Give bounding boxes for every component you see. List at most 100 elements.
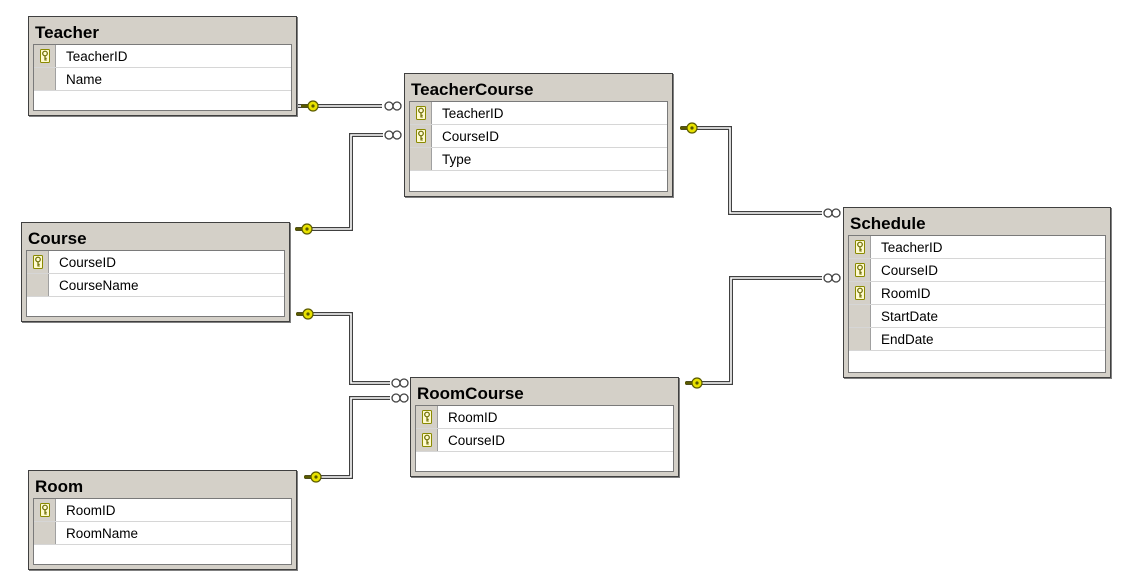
infinity-loop-right [392,101,402,111]
table-title[interactable]: Room [35,477,84,496]
column-name: CourseID [881,262,939,278]
primary-key-icon[interactable] [849,236,871,258]
row-selector[interactable] [34,522,56,544]
infinity-icon [384,130,402,140]
infinity-loop-left [384,130,394,140]
column-list: TeacherID Name [33,44,292,111]
column-name: Name [66,71,103,87]
column-row[interactable]: StartDate [849,305,1105,328]
key-hole [690,126,694,130]
column-row[interactable]: CourseID [416,429,673,452]
column-row[interactable]: EndDate [849,328,1105,351]
table-title[interactable]: TeacherCourse [411,80,534,99]
key-icon [680,122,698,134]
column-row[interactable]: CourseID [849,259,1105,282]
column-list: CourseID CourseName [26,250,285,317]
key-icon [295,223,313,235]
primary-key-icon[interactable] [34,499,56,521]
column-row[interactable]: CourseID [27,251,284,274]
key-hole [695,381,699,385]
key-head [301,223,313,235]
column-row[interactable]: TeacherID [849,236,1105,259]
infinity-loop-right [392,130,402,140]
primary-key-icon[interactable] [34,45,56,67]
key-head [686,122,698,134]
column-row[interactable]: TeacherID [410,102,667,125]
key-head [691,377,703,389]
relationship-line-outer [296,133,383,231]
column-name: EndDate [881,331,934,347]
infinity-loop-left [391,393,401,403]
relationship-teacher-teachercourse [298,100,402,112]
column-name: StartDate [881,308,939,324]
table-teacher[interactable]: Teacher TeacherID Name [28,16,297,116]
table-title[interactable]: Teacher [35,23,99,42]
row-selector[interactable] [849,305,871,327]
key-icon [304,471,322,483]
column-row[interactable]: RoomID [416,406,673,429]
primary-key-icon[interactable] [849,282,871,304]
key-hole [305,227,309,231]
table-title[interactable]: RoomCourse [417,384,524,403]
relationship-line-outer [681,126,822,215]
key-icon [301,100,319,112]
infinity-icon [391,378,409,388]
relationship-line-inner [686,277,822,384]
column-row[interactable]: RoomID [34,499,291,522]
column-name: TeacherID [881,239,943,255]
column-name: TeacherID [442,105,504,121]
column-name: CourseID [442,128,500,144]
primary-key-icon[interactable] [416,406,438,428]
column-list: RoomID CourseID [415,405,674,472]
column-row[interactable]: CourseID [410,125,667,148]
column-name: Type [442,151,472,167]
column-name: CourseID [59,254,117,270]
primary-key-icon[interactable] [849,259,871,281]
primary-key-icon[interactable] [410,102,432,124]
column-row[interactable]: Type [410,148,667,171]
relationship-line-inner [305,397,390,478]
column-list: RoomID RoomName [33,498,292,565]
key-head [310,471,322,483]
column-row[interactable]: RoomName [34,522,291,545]
primary-key-icon[interactable] [410,125,432,147]
table-title[interactable]: Course [28,229,87,248]
row-selector[interactable] [27,274,49,296]
primary-key-icon[interactable] [27,251,49,273]
table-room[interactable]: Room RoomID RoomName [28,470,297,570]
infinity-icon [823,273,841,283]
table-title[interactable]: Schedule [850,214,926,233]
relationship-line-outer [297,312,390,385]
column-row[interactable]: TeacherID [34,45,291,68]
key-hole [311,104,315,108]
table-teachercourse[interactable]: TeacherCourse TeacherID CourseID Type [404,73,673,197]
relationship-line-outer [686,276,822,385]
relationship-line-inner [297,313,390,384]
column-name: RoomName [66,525,139,541]
column-name: CourseID [448,432,506,448]
infinity-icon [391,393,409,403]
column-row[interactable]: CourseName [27,274,284,297]
infinity-icon [384,101,402,111]
row-selector[interactable] [34,68,56,90]
column-name: RoomID [66,502,116,518]
primary-key-icon[interactable] [416,429,438,451]
column-row[interactable]: Name [34,68,291,91]
table-course[interactable]: Course CourseID CourseName [21,222,290,322]
key-head [302,308,314,320]
column-name: RoomID [448,409,498,425]
key-icon [685,377,703,389]
column-row[interactable]: RoomID [849,282,1105,305]
row-selector[interactable] [849,328,871,350]
relationship-line-inner [681,127,822,214]
infinity-icon [823,208,841,218]
row-selector[interactable] [410,148,432,170]
table-roomcourse[interactable]: RoomCourse RoomID CourseID [410,377,679,477]
key-hole [314,475,318,479]
table-schedule[interactable]: Schedule TeacherID CourseID RoomID StartDat… [843,207,1111,378]
key-hole [306,312,310,316]
key-icon [296,308,314,320]
infinity-loop-left [823,273,833,283]
